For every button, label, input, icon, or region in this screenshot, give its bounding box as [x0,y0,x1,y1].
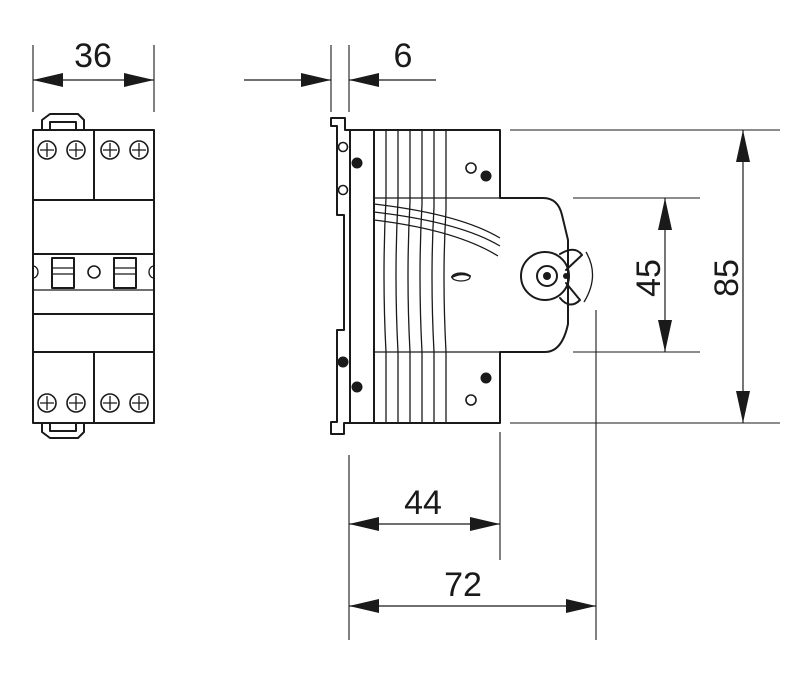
terminal-screws-bottom [37,393,149,413]
terminal-screws-top [37,140,149,160]
dimension-depth-total: 72 [349,310,597,640]
front-view [32,113,155,439]
housing-ribs [373,130,501,423]
dimension-label-85: 85 [708,259,746,297]
dimension-height-total: 85 [510,129,780,424]
dimension-width-front: 36 [32,37,155,112]
dimension-label-36: 36 [74,37,112,75]
dimension-label-45: 45 [630,259,668,297]
side-view [330,117,594,435]
toggle-levers [32,257,155,289]
rotary-knob [520,248,594,306]
dimension-rail-offset: 6 [244,37,436,112]
dimension-height-front: 45 [573,197,700,353]
dimension-depth-body: 44 [348,432,501,640]
dimension-label-6: 6 [394,37,413,75]
dimension-label-72: 72 [444,566,482,604]
dimension-label-44: 44 [404,484,442,522]
